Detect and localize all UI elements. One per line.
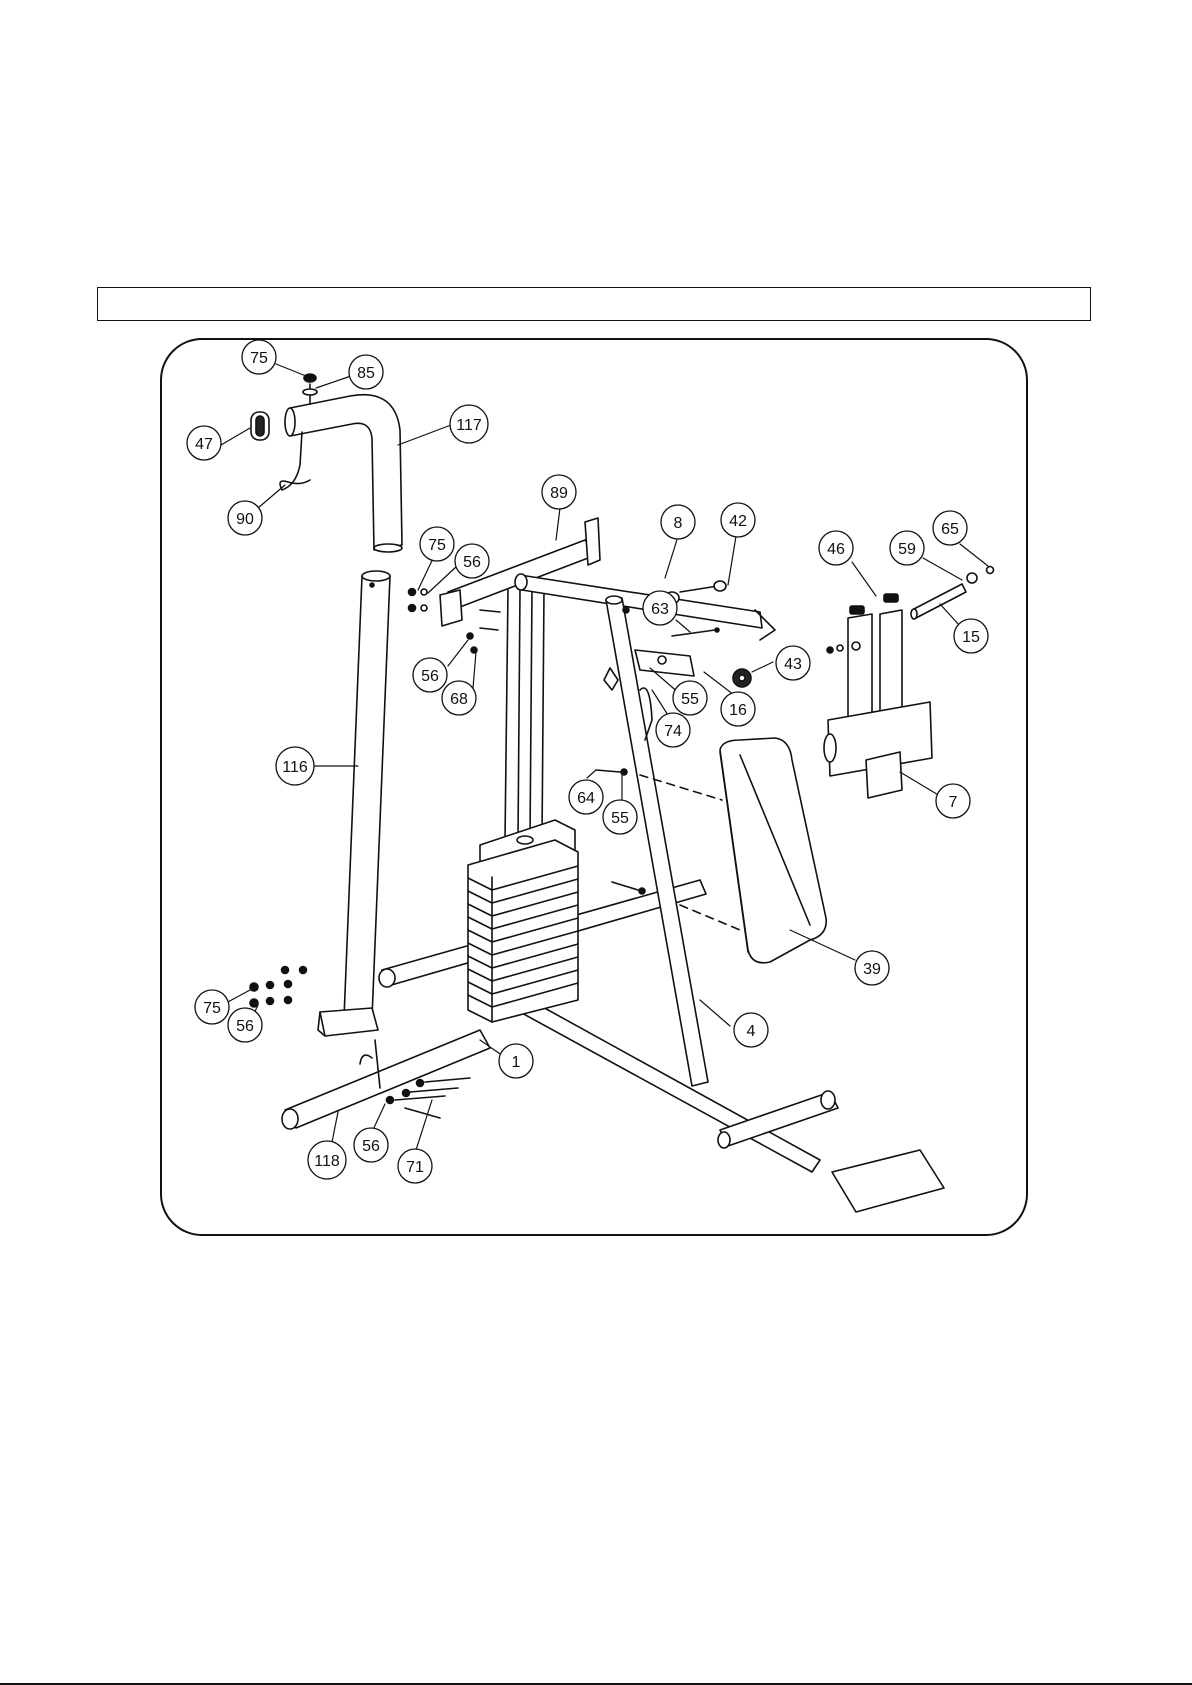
svg-text:16: 16: [729, 702, 747, 719]
svg-text:56: 56: [236, 1018, 254, 1035]
svg-text:117: 117: [456, 417, 482, 434]
top-hardware: [303, 374, 317, 404]
weight-stack: [468, 590, 578, 1022]
svg-text:64: 64: [577, 790, 595, 807]
callout-75: 75: [242, 340, 276, 374]
callout-90: 90: [228, 501, 262, 535]
callout-55: 55: [603, 800, 637, 834]
part-117-curved-upright: [285, 395, 402, 552]
callout-1: 1: [499, 1044, 533, 1078]
svg-text:90: 90: [236, 511, 254, 528]
svg-text:75: 75: [203, 1000, 221, 1017]
callout-8: 8: [661, 505, 695, 539]
svg-text:71: 71: [406, 1159, 424, 1176]
svg-text:59: 59: [898, 541, 916, 558]
callout-75: 75: [195, 990, 229, 1024]
svg-text:118: 118: [314, 1153, 340, 1170]
callout-65: 65: [933, 511, 967, 545]
callout-7: 7: [936, 784, 970, 818]
svg-text:7: 7: [949, 794, 958, 811]
callout-64: 64: [569, 780, 603, 814]
callout-75: 75: [420, 527, 454, 561]
callout-89: 89: [542, 475, 576, 509]
callout-68: 68: [442, 681, 476, 715]
callout-56: 56: [228, 1008, 262, 1042]
callout-16: 16: [721, 692, 755, 726]
svg-text:56: 56: [421, 668, 439, 685]
svg-text:116: 116: [282, 759, 308, 776]
svg-text:68: 68: [450, 691, 468, 708]
callout-63: 63: [643, 591, 677, 625]
callout-15: 15: [954, 619, 988, 653]
svg-text:75: 75: [250, 350, 268, 367]
svg-text:75: 75: [428, 537, 446, 554]
callout-116: 116: [276, 747, 314, 785]
weight-plates: [468, 840, 578, 1022]
callout-56: 56: [413, 658, 447, 692]
callout-74: 74: [656, 713, 690, 747]
callout-71: 71: [398, 1149, 432, 1183]
part-90-hook: [280, 432, 310, 490]
callout-56: 56: [354, 1128, 388, 1162]
svg-text:55: 55: [611, 810, 629, 827]
upright-bracket: [318, 1008, 378, 1036]
callout-85: 85: [349, 355, 383, 389]
svg-text:42: 42: [729, 513, 747, 530]
svg-text:39: 39: [863, 961, 881, 978]
svg-text:1: 1: [512, 1054, 521, 1071]
callout-59: 59: [890, 531, 924, 565]
svg-text:46: 46: [827, 541, 845, 558]
svg-text:43: 43: [784, 656, 802, 673]
svg-text:15: 15: [962, 629, 980, 646]
svg-text:8: 8: [674, 515, 683, 532]
callout-118: 118: [308, 1141, 346, 1179]
part-7-foot-bracket: [824, 610, 932, 798]
callout-55: 55: [673, 681, 707, 715]
svg-text:65: 65: [941, 521, 959, 538]
callout-46: 46: [819, 531, 853, 565]
svg-text:56: 56: [463, 554, 481, 571]
callout-39: 39: [855, 951, 889, 985]
svg-text:74: 74: [664, 723, 682, 740]
callout-4: 4: [734, 1013, 768, 1047]
svg-text:47: 47: [195, 436, 213, 453]
lower-left-bolts: [395, 1078, 470, 1118]
callout-42: 42: [721, 503, 755, 537]
svg-text:56: 56: [362, 1138, 380, 1155]
part-116-front-upright: [344, 571, 390, 1018]
callout-47: 47: [187, 426, 221, 460]
svg-text:63: 63: [651, 601, 669, 618]
callout-43: 43: [776, 646, 810, 680]
svg-text:4: 4: [747, 1023, 756, 1040]
svg-text:89: 89: [550, 485, 568, 502]
svg-text:85: 85: [357, 365, 375, 382]
callout-56: 56: [455, 544, 489, 578]
callout-117: 117: [450, 405, 488, 443]
part-47-end-cap: [251, 412, 269, 440]
svg-text:55: 55: [681, 691, 699, 708]
